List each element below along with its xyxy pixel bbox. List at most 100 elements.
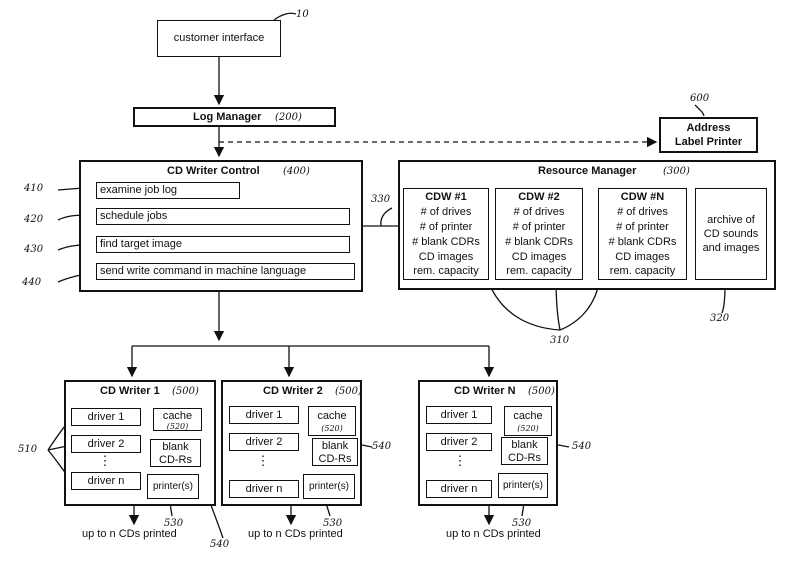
step-ref-410: 410 [24,183,44,194]
cdw-2-panel: CDW #2 # of drives # of printer # blank … [495,188,583,280]
cache-ref: (520) [321,424,343,433]
cdw-1-panel: CDW #1 # of drives # of printer # blank … [403,188,489,280]
driver-label: driver 1 [87,411,125,423]
cd-writer-ref: (500) [172,386,199,397]
cdw-title: CDW #1 [425,191,467,203]
cdw-title: CDW #2 [518,191,560,203]
driver-ellipsis: ⋮ [98,453,112,468]
blank-ref: 540 [572,441,592,452]
blank-label: blank [321,440,349,452]
driver-n: driver n [71,472,141,490]
cd-writer-control-title: CD Writer Control [167,165,260,177]
cdw-line: rem. capacity [413,265,479,277]
driver-label: driver 1 [245,409,283,421]
driver-label: driver n [440,483,478,495]
printer-ref: 530 [512,518,532,529]
log-manager-ref: (200) [275,112,302,123]
printer-box: printer(s) [303,474,355,499]
cache-box: cache (520) [308,406,356,436]
cache-label: cache [162,410,193,422]
customer-interface-box: customer interface [157,20,281,57]
cdw-title: CDW #N [620,191,665,203]
cdw-line: # of drives [513,206,565,218]
printer-label: printer(s) [308,481,349,492]
printer-box: printer(s) [498,473,548,498]
driver-2: driver 2 [426,433,492,451]
blank-label: CD-Rs [508,452,541,464]
archive-line: CD sounds [703,228,759,240]
driver-label: driver 2 [87,438,125,450]
cache-ref: (520) [166,422,189,431]
cdw-line: CD images [511,251,567,263]
cdw-line: # of printer [616,221,669,233]
address-printer-line2: Label Printer [674,136,743,148]
blank-label: blank [511,439,538,451]
blank-label: CD-Rs [318,453,352,465]
printer-box: printer(s) [147,474,199,499]
cdw-n-panel: CDW #N # of drives # of printer # blank … [598,188,687,280]
drivers-ref-510: 510 [18,444,38,455]
cdw-line: rem. capacity [609,265,676,277]
blank-cdrs-box: blank CD-Rs [312,438,358,466]
cache-label: cache [317,410,347,422]
blank-label: blank [162,441,189,453]
cdw-line: # blank CDRs [412,236,480,248]
driver-label: driver 1 [440,409,478,421]
driver-ellipsis: ⋮ [256,453,270,468]
blank-label: CD-Rs [159,454,192,466]
driver-1: driver 1 [71,408,141,426]
output-label: up to n CDs printed [446,528,541,540]
cd-writer-ref: (500) [335,386,362,397]
driver-label: driver n [245,483,283,495]
cdw-line: # of printer [512,221,566,233]
cdw-line: # of printer [419,221,473,233]
step-ref-430: 430 [24,244,44,255]
cache-ref: (520) [517,424,539,433]
driver-ellipsis: ⋮ [453,453,467,468]
driver-n: driver n [229,480,299,498]
blank-ref: 540 [210,539,230,550]
cache-box: cache (520) [153,408,202,431]
resource-manager-ref: (300) [663,166,690,177]
log-manager-box: Log Manager (200) [133,107,336,127]
resource-manager-title: Resource Manager [538,165,637,177]
step-label: send write command in machine language [100,265,307,277]
cdw-line: CD images [418,251,474,263]
step-label: find target image [100,238,182,250]
driver-1: driver 1 [229,406,299,424]
driver-label: driver n [87,475,125,487]
customer-interface-ref: 10 [296,9,309,20]
customer-interface-label: customer interface [173,32,265,44]
step-send-write-command: send write command in machine language [96,263,355,280]
cache-label: cache [513,410,543,422]
blank-cdrs-box: blank CD-Rs [150,439,201,467]
step-ref-420: 420 [24,214,44,225]
driver-2: driver 2 [229,433,299,451]
step-label: examine job log [100,184,178,196]
archive-panel: archive of CD sounds and images [695,188,767,280]
archive-ref-320: 320 [710,313,730,324]
printer-label: printer(s) [502,480,543,491]
printer-ref: 530 [164,518,184,529]
step-schedule-jobs: schedule jobs [96,208,350,225]
cd-writer-title: CD Writer 2 [263,385,323,397]
address-label-printer-box: Address Label Printer [659,117,758,153]
cd-writer-title: CD Writer 1 [100,385,160,397]
address-printer-line1: Address [686,122,731,134]
output-label: up to n CDs printed [82,528,177,540]
driver-2: driver 2 [71,435,141,453]
archive-line: and images [702,242,760,254]
output-label: up to n CDs printed [248,528,343,540]
cdw-line: # of drives [617,206,668,218]
blank-ref: 540 [372,441,392,452]
cdw-line: CD images [615,251,670,263]
cd-writer-ref: (500) [528,386,555,397]
log-manager-label: Log Manager [193,111,262,123]
driver-label: driver 2 [245,436,283,448]
step-examine-job-log: examine job log [96,182,240,199]
cdw-line: # of drives [420,206,472,218]
cdw-line: # blank CDRs [505,236,573,248]
blank-cdrs-box: blank CD-Rs [501,437,548,465]
printer-ref: 530 [323,518,343,529]
cdw-ref-310: 310 [550,335,570,346]
